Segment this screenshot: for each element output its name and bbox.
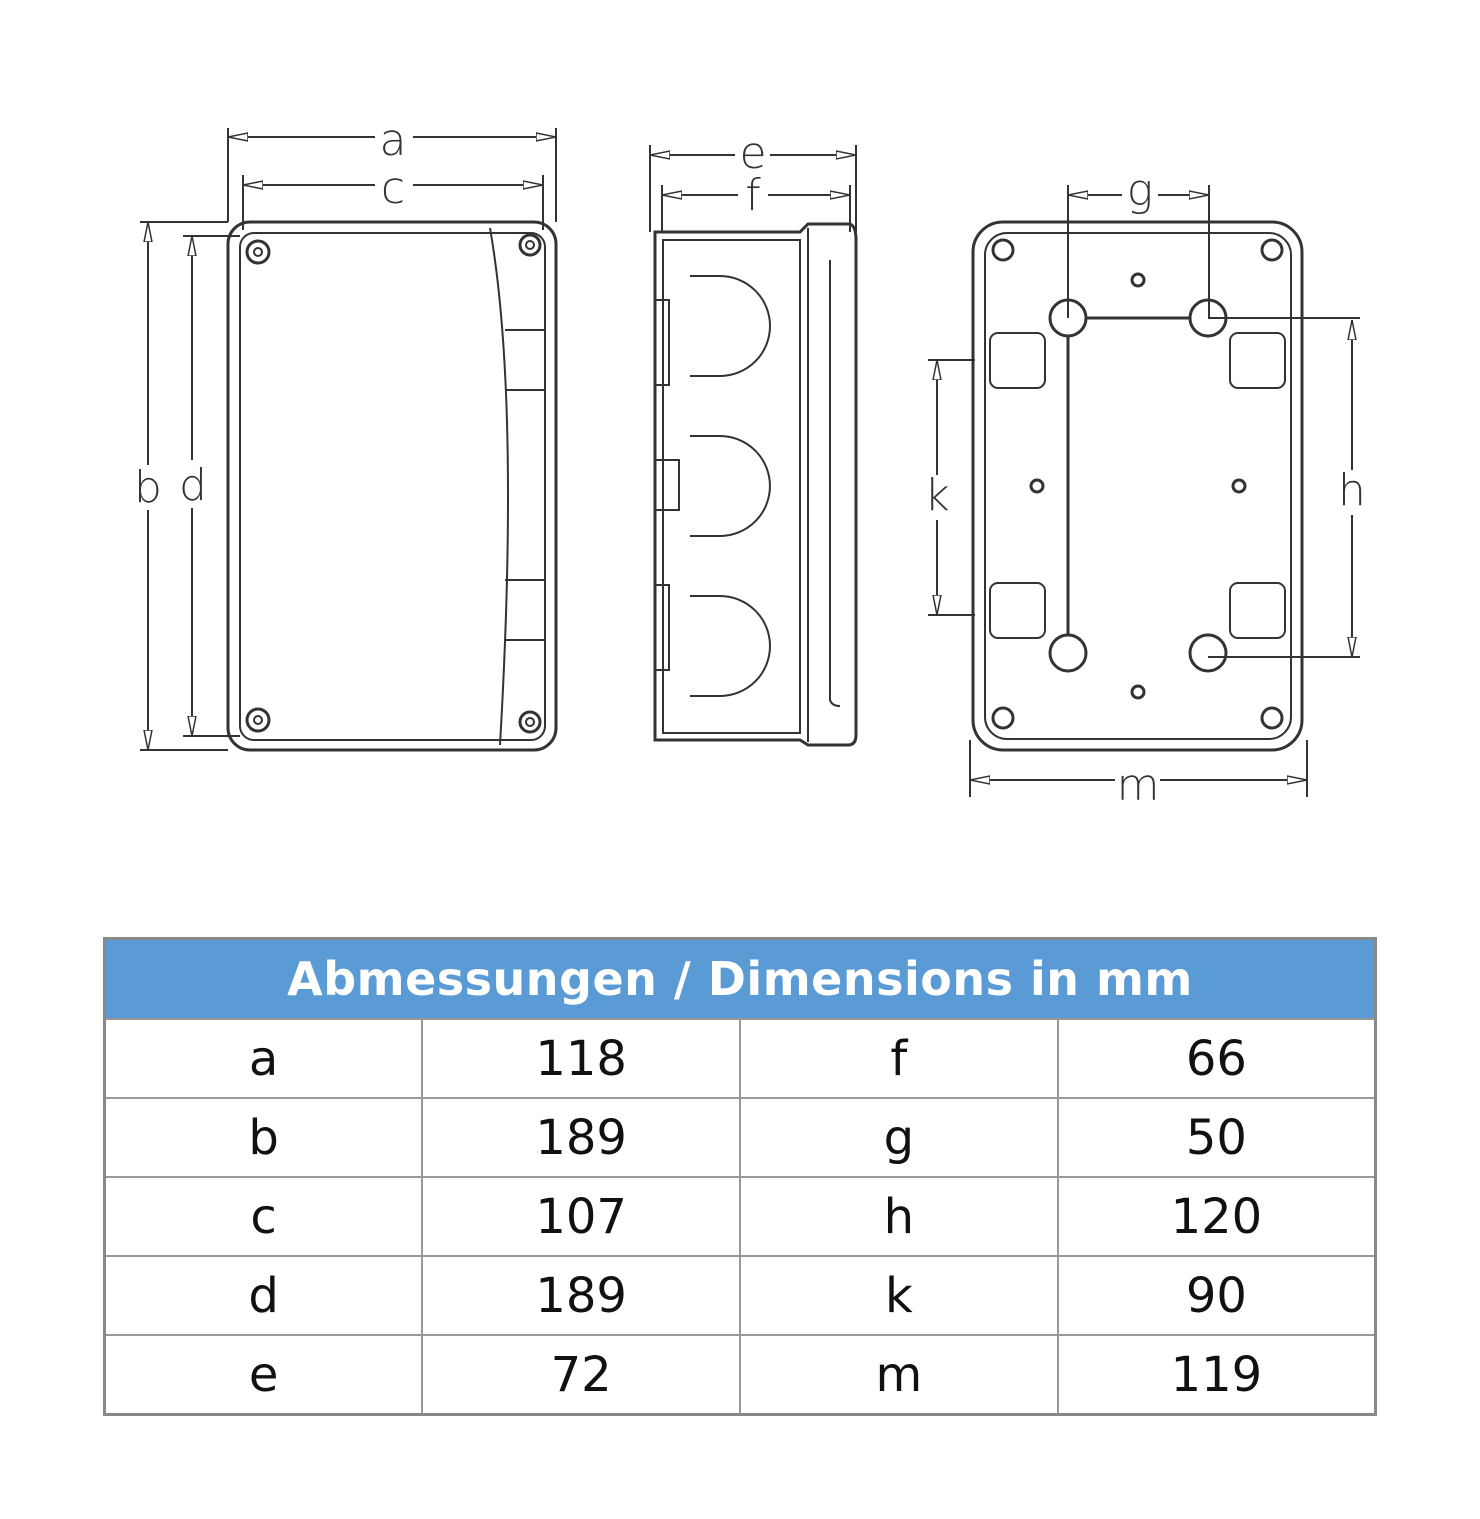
- dimension-value: 72: [421, 1334, 741, 1416]
- screw-hole-icon: [1260, 706, 1284, 730]
- screw-icon: [245, 239, 271, 265]
- dimension-label: a: [103, 1018, 424, 1099]
- dimension-value: 120: [1056, 1176, 1377, 1257]
- screw-icon: [245, 707, 271, 733]
- back-view: g h k m: [924, 165, 1366, 811]
- dim-label-d: d: [179, 460, 207, 511]
- dim-label-k: k: [924, 470, 949, 521]
- dimension-label: g: [739, 1097, 1059, 1178]
- screw-hole-icon: [991, 706, 1015, 730]
- side-view: e f: [650, 128, 856, 747]
- table-title: Abmessungen / Dimensions in mm: [103, 937, 1377, 1020]
- dimension-label: f: [739, 1018, 1059, 1099]
- dimension-label: h: [739, 1176, 1059, 1257]
- dimension-value: 189: [421, 1255, 741, 1336]
- dimension-value: 189: [421, 1097, 741, 1178]
- dim-label-b: b: [134, 462, 162, 513]
- dimension-label: b: [103, 1097, 424, 1178]
- dim-label-h: h: [1338, 465, 1366, 516]
- dimension-label: c: [103, 1176, 424, 1257]
- screw-icon: [518, 233, 542, 257]
- dim-label-f: f: [745, 170, 761, 221]
- dimension-value: 90: [1056, 1255, 1377, 1336]
- front-view: a c b d: [134, 115, 556, 750]
- dimension-value: 107: [421, 1176, 741, 1257]
- dim-label-g: g: [1127, 165, 1153, 216]
- screw-hole-icon: [1260, 238, 1284, 262]
- screw-hole-icon: [991, 238, 1015, 262]
- dimension-value: 50: [1056, 1097, 1377, 1178]
- dimension-label: d: [103, 1255, 424, 1336]
- dim-label-m: m: [1117, 760, 1160, 811]
- dimension-label: m: [739, 1334, 1059, 1416]
- dimension-label: k: [739, 1255, 1059, 1336]
- dimension-label: e: [103, 1334, 424, 1416]
- dimension-value: 119: [1056, 1334, 1377, 1416]
- dim-label-e: e: [739, 128, 766, 179]
- dim-label-a: a: [380, 115, 407, 166]
- screw-icon: [518, 710, 542, 734]
- dim-label-c: c: [381, 163, 405, 214]
- dimension-value: 66: [1056, 1018, 1377, 1099]
- enclosure-technical-drawing: a c b d e f: [0, 115, 1480, 811]
- dimension-value: 118: [421, 1018, 741, 1099]
